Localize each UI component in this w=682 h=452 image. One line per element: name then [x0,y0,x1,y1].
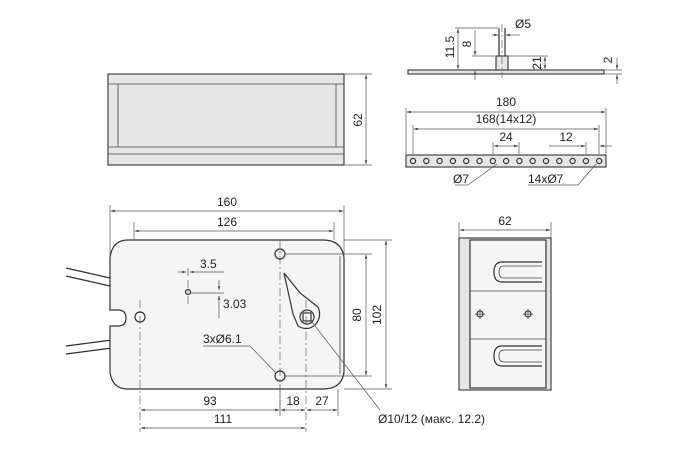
dim-front-shaft: Ø10/12 (макс. 12.2) [378,412,485,426]
dim-strip-12: 12 [559,130,573,144]
dim-strip-14xd7: 14xØ7 [528,172,564,186]
dim-front-160: 160 [217,195,237,209]
strip-hole [556,157,563,165]
strip-view: 180 168(14x12) 24 12 Ø7 14xØ7 [405,95,612,186]
strip-hole [476,157,483,165]
strip-hole [409,157,417,165]
strip-hole [596,157,603,165]
dim-front-3-5: 3.5 [200,257,217,271]
dim-side-62: 62 [498,214,512,228]
strip-hole [542,157,550,165]
dim-flange-11-5: 11.5 [443,35,457,58]
dim-strip-d7: Ø7 [453,172,469,186]
dim-top-height: 62 [351,113,365,127]
dim-flange-21: 21 [530,56,544,70]
dim-front-3x6-1: 3xØ6.1 [203,332,242,346]
strip-hole [516,157,523,165]
strip-hole [436,157,443,165]
strip-hole [423,157,430,165]
front-view: 160 126 3.5 3.03 3xØ6.1 80 102 [65,195,485,432]
dim-front-102: 102 [370,305,384,325]
dim-flange-8: 8 [460,40,474,47]
dim-front-3-03: 3.03 [223,297,247,311]
dim-front-93: 93 [203,394,217,408]
strip-hole [529,157,536,165]
strip-hole [489,157,496,165]
dim-strip-168: 168(14x12) [476,112,537,126]
top-view: 62 [107,73,372,166]
side-hole-left [475,309,485,319]
dim-front-27: 27 [315,394,329,408]
dim-front-18: 18 [286,394,300,408]
dim-front-80: 80 [350,308,364,322]
dim-strip-180: 180 [496,95,516,109]
strip-hole [502,157,510,165]
dim-strip-24: 24 [499,130,513,144]
side-hole-right [523,309,533,319]
dim-flange-2: 2 [601,56,615,63]
strip-hole [463,157,470,165]
strip-hole [582,157,590,165]
dim-front-111: 111 [214,412,233,426]
side-view: 62 [458,214,552,391]
dim-shaft-dia: Ø5 [515,17,531,31]
flange-view: Ø5 11.5 8 21 2 [407,17,622,84]
dim-front-126: 126 [217,215,237,229]
cable-icon [65,267,113,355]
strip-holes [409,157,603,165]
strip-hole [449,157,457,165]
strip-hole [569,157,576,165]
lever-icon [283,272,321,330]
